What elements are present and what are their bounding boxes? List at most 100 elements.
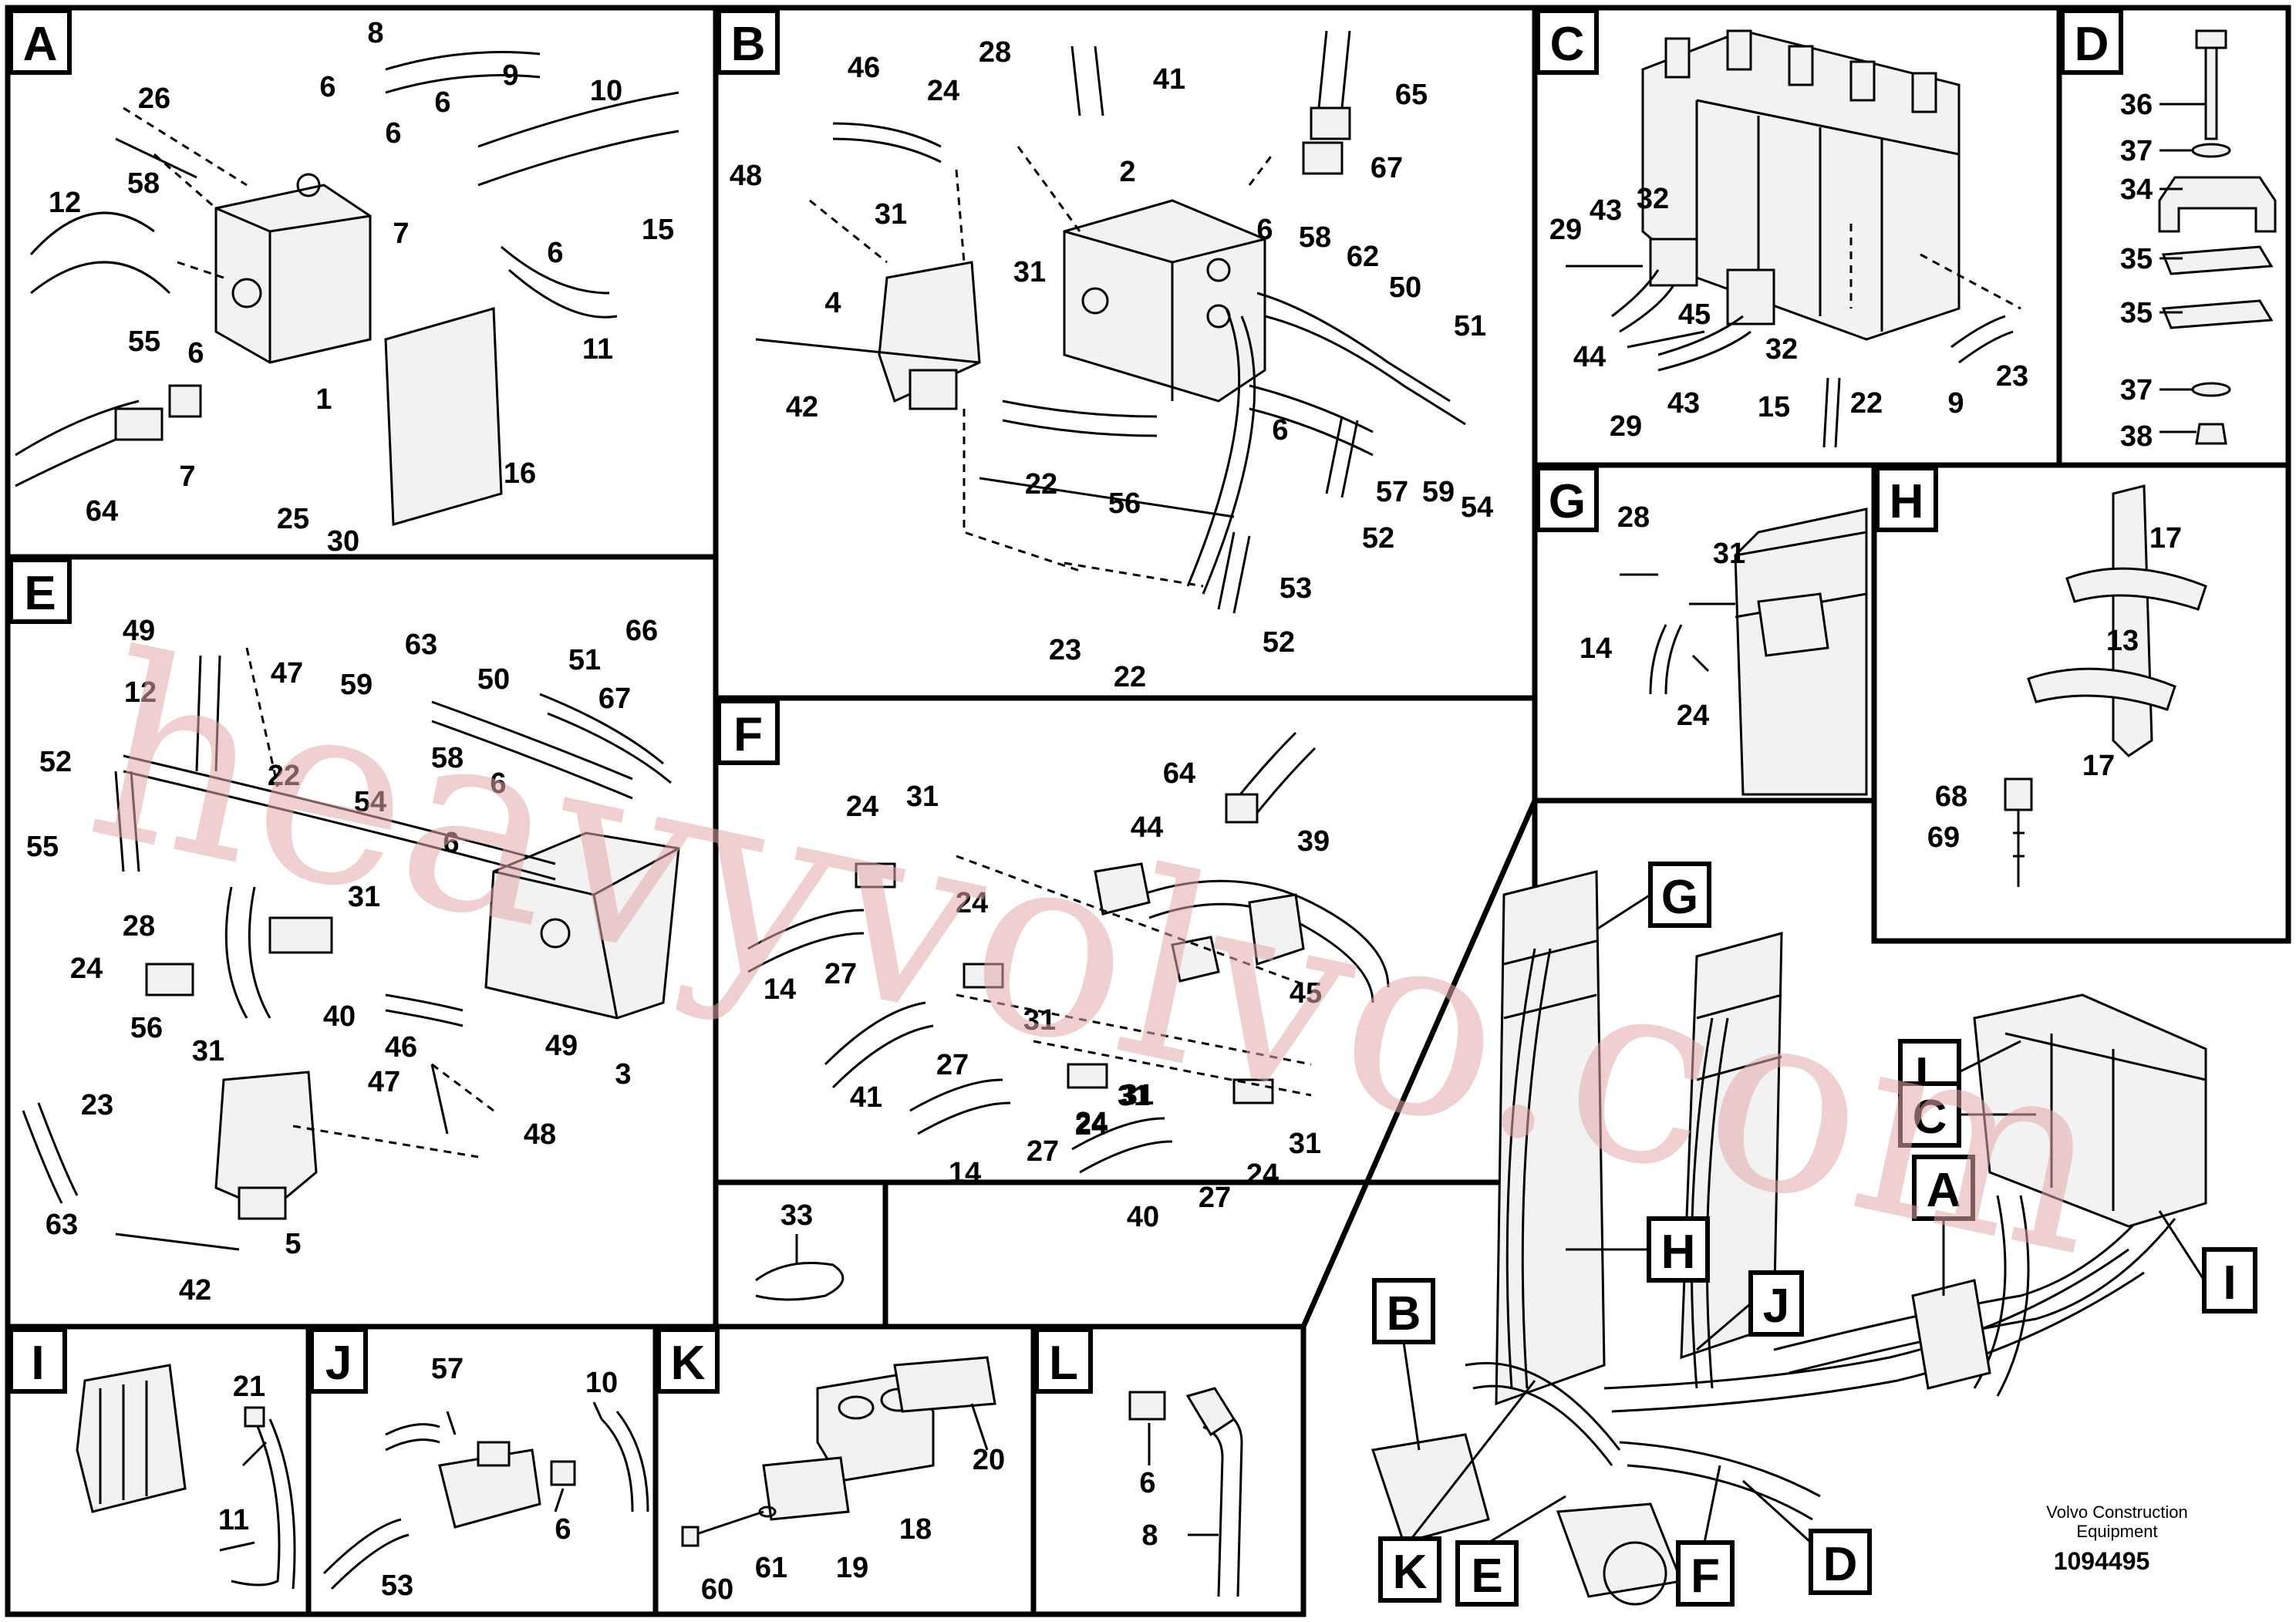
svg-text:27: 27 <box>824 958 857 990</box>
svg-text:K: K <box>1393 1546 1428 1599</box>
panel-f-drawing <box>747 731 1390 1174</box>
panel-g-drawing <box>1620 508 1868 796</box>
svg-text:44: 44 <box>1131 811 1163 844</box>
panel-e-drawing <box>22 647 680 1251</box>
svg-text:52: 52 <box>39 746 72 778</box>
svg-text:56: 56 <box>1108 487 1141 520</box>
svg-text:37: 37 <box>2120 374 2153 406</box>
clamp-34 <box>2158 176 2277 233</box>
svg-text:6: 6 <box>555 1513 571 1546</box>
panel-d-callouts: 36 37 34 35 35 37 38 <box>2120 89 2153 453</box>
svg-text:A: A <box>1927 1164 1961 1217</box>
svg-text:24: 24 <box>1246 1158 1279 1191</box>
svg-text:29: 29 <box>1610 410 1642 443</box>
svg-text:31: 31 <box>1713 538 1745 570</box>
svg-text:10: 10 <box>590 75 622 107</box>
svg-text:A: A <box>23 18 58 71</box>
svg-text:29: 29 <box>1549 214 1582 246</box>
svg-text:22: 22 <box>1114 661 1146 693</box>
panel-h-label: H <box>1875 466 1938 532</box>
panel-k-callouts: 20 18 60 61 19 <box>701 1444 1005 1606</box>
svg-text:68: 68 <box>1935 781 1967 813</box>
svg-text:H: H <box>1890 475 1924 528</box>
svg-text:35: 35 <box>2120 297 2153 329</box>
svg-text:31: 31 <box>1023 1004 1056 1037</box>
bolt-36 <box>2204 37 2218 140</box>
svg-text:57: 57 <box>431 1353 464 1385</box>
tube-44-45 <box>1141 879 1390 1003</box>
svg-text:46: 46 <box>385 1031 417 1064</box>
svg-text:41: 41 <box>850 1081 882 1114</box>
overview-callouts: G H J L C A I B K E F D <box>1372 862 2257 1607</box>
svg-text:L: L <box>1049 1337 1078 1390</box>
svg-text:26: 26 <box>138 83 170 115</box>
panel-k-drawing <box>681 1356 996 1547</box>
svg-text:11: 11 <box>582 333 613 366</box>
svg-text:24: 24 <box>927 75 959 107</box>
svg-text:31: 31 <box>1289 1128 1321 1160</box>
svg-text:J: J <box>1763 1280 1789 1333</box>
svg-text:28: 28 <box>123 910 155 943</box>
svg-text:31: 31 <box>875 198 907 231</box>
panel-g-callouts: 28 31 14 24 <box>1580 501 1745 732</box>
svg-text:11: 11 <box>218 1504 249 1536</box>
svg-text:61: 61 <box>755 1552 787 1584</box>
svg-text:31: 31 <box>906 781 939 813</box>
svg-text:43: 43 <box>1667 387 1700 420</box>
panel-f-frame <box>713 695 1538 1185</box>
svg-text:D: D <box>2075 18 2109 71</box>
svg-text:45: 45 <box>1290 977 1322 1010</box>
svg-text:40: 40 <box>323 1000 356 1033</box>
svg-text:12: 12 <box>49 187 81 219</box>
svg-text:7: 7 <box>393 218 409 250</box>
svg-text:49: 49 <box>123 615 155 647</box>
svg-text:28: 28 <box>1617 501 1650 534</box>
panel-h-callouts: 17 13 17 68 69 <box>1927 522 2182 854</box>
svg-text:60: 60 <box>701 1573 733 1606</box>
svg-text:47: 47 <box>271 657 303 690</box>
svg-text:19: 19 <box>836 1552 868 1584</box>
panel-j-label: J <box>309 1327 368 1394</box>
svg-text:66: 66 <box>625 615 658 647</box>
svg-text:48: 48 <box>524 1118 556 1151</box>
svg-text:15: 15 <box>1758 391 1790 423</box>
clamp-35b <box>2161 299 2274 329</box>
svg-text:41: 41 <box>1153 63 1185 96</box>
svg-text:Volvo Construction: Volvo Construction <box>2046 1502 2187 1522</box>
svg-text:58: 58 <box>1299 221 1331 254</box>
svg-text:6: 6 <box>434 86 450 119</box>
svg-text:32: 32 <box>1637 183 1669 215</box>
overview-machine-drawing <box>1371 870 2207 1606</box>
svg-text:39: 39 <box>1297 825 1330 858</box>
svg-text:24: 24 <box>1075 1109 1108 1141</box>
svg-text:6: 6 <box>319 71 335 103</box>
panel-a-drawing <box>15 51 679 526</box>
panel-c-label: C <box>1536 8 1599 75</box>
svg-text:58: 58 <box>431 742 464 774</box>
svg-text:F: F <box>1691 1549 1720 1603</box>
svg-text:52: 52 <box>1362 522 1394 555</box>
svg-text:50: 50 <box>1389 271 1421 304</box>
panel-k-label: K <box>656 1327 720 1394</box>
svg-text:67: 67 <box>1371 152 1403 184</box>
svg-text:8: 8 <box>367 17 383 49</box>
panel-l-drawing <box>1128 1387 1243 1597</box>
svg-text:12: 12 <box>124 676 157 709</box>
svg-text:2: 2 <box>1119 156 1135 188</box>
svg-text:65: 65 <box>1395 79 1428 111</box>
svg-text:31: 31 <box>1013 256 1046 288</box>
svg-text:27: 27 <box>1027 1135 1059 1168</box>
svg-text:27: 27 <box>936 1049 969 1081</box>
panel-g-label: G <box>1536 466 1599 532</box>
svg-text:57: 57 <box>1376 476 1408 508</box>
panel-33-drawing: 33 <box>755 1199 845 1301</box>
svg-text:64: 64 <box>86 495 118 528</box>
svg-text:55: 55 <box>26 831 59 863</box>
panel-i-callouts: 21 11 <box>218 1371 265 1536</box>
svg-text:52: 52 <box>1263 626 1295 659</box>
panel-a-callouts: 26 8 6 6 9 10 6 12 58 7 6 15 55 6 11 1 6… <box>49 17 674 558</box>
svg-text:24: 24 <box>70 953 103 985</box>
svg-text:14: 14 <box>1580 632 1612 665</box>
panel-l-label: L <box>1034 1327 1093 1394</box>
panel-e-callouts: 49 66 12 47 59 63 50 51 67 52 22 58 6 55… <box>26 615 658 1307</box>
